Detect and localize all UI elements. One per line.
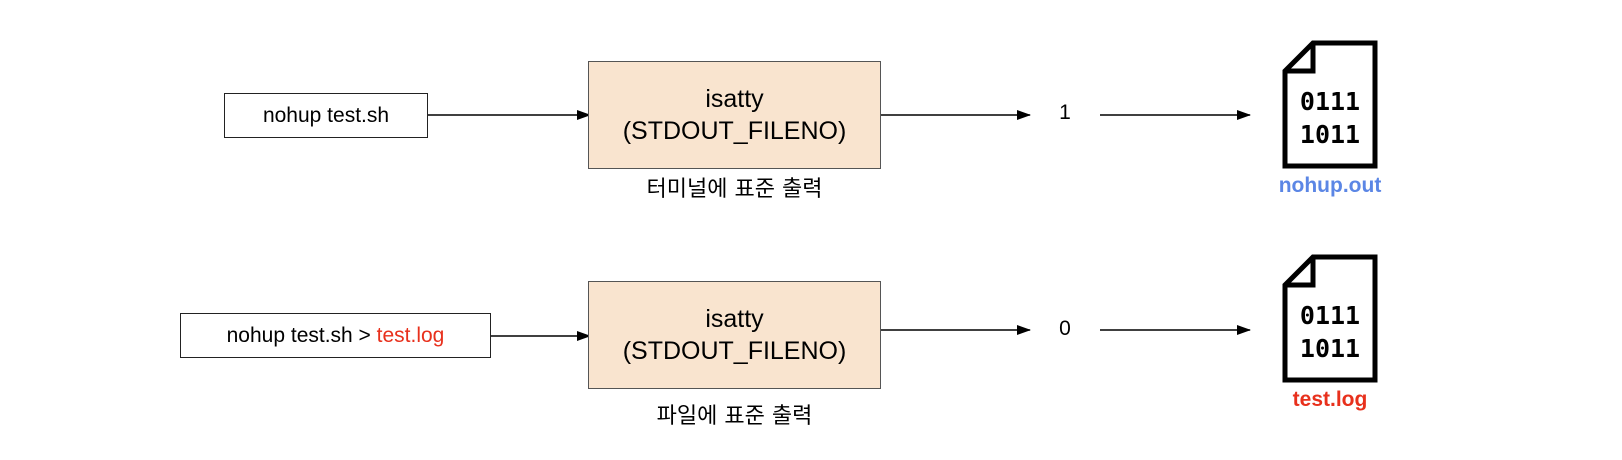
svg-text:0111: 0111	[1300, 87, 1360, 116]
svg-text:1011: 1011	[1300, 334, 1360, 363]
binary-file-icon: 0111 1011	[1280, 252, 1380, 386]
command-box-2: nohup test.sh > test.log	[180, 313, 491, 358]
svg-text:0111: 0111	[1300, 301, 1360, 330]
binary-file-icon: 0111 1011	[1280, 38, 1380, 172]
isatty-result-2: 0	[1059, 317, 1071, 340]
isatty-result-1: 1	[1059, 101, 1071, 124]
command-redirect-target: test.log	[376, 323, 445, 347]
command-text-2: nohup test.sh >	[226, 323, 377, 347]
command-text-1: nohup test.sh	[262, 103, 390, 127]
isatty-box-1: isatty (STDOUT_FILENO)	[588, 61, 881, 169]
isatty-func-arg-1: (STDOUT_FILENO)	[622, 117, 847, 145]
isatty-func-arg-2: (STDOUT_FILENO)	[622, 337, 847, 365]
svg-text:1011: 1011	[1300, 120, 1360, 149]
isatty-func-name-1: isatty	[705, 85, 764, 113]
caption-terminal-output: 터미널에 표준 출력	[646, 177, 823, 202]
isatty-func-name-2: isatty	[705, 305, 764, 333]
isatty-box-2: isatty (STDOUT_FILENO)	[588, 281, 881, 389]
file-label-nohup-out: nohup.out	[1278, 174, 1382, 197]
file-label-test-log: test.log	[1292, 388, 1368, 411]
command-box-1: nohup test.sh	[224, 93, 428, 138]
caption-file-output: 파일에 표준 출력	[656, 404, 813, 429]
